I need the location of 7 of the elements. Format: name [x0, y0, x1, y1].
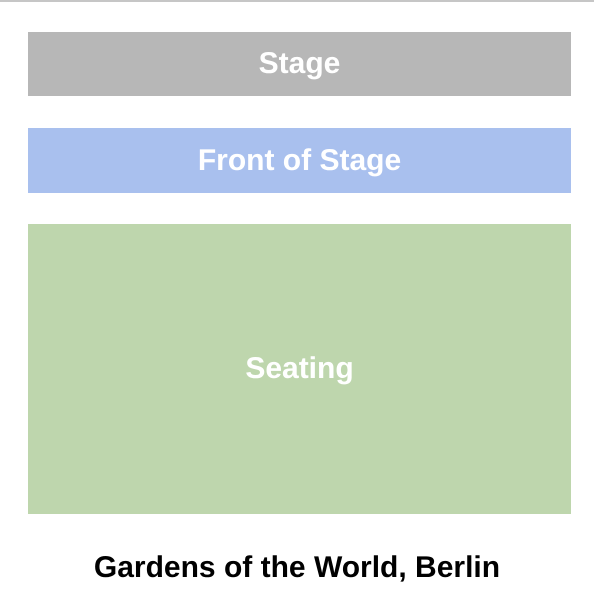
section-label: Seating [245, 352, 354, 386]
venue-section [28, 32, 571, 96]
section-label: Stage [258, 47, 340, 81]
venue-section [28, 128, 571, 193]
venue-section [28, 224, 571, 514]
section-label: Front of Stage [198, 144, 402, 178]
caption: Gardens of the World, Berlin [92, 551, 502, 585]
